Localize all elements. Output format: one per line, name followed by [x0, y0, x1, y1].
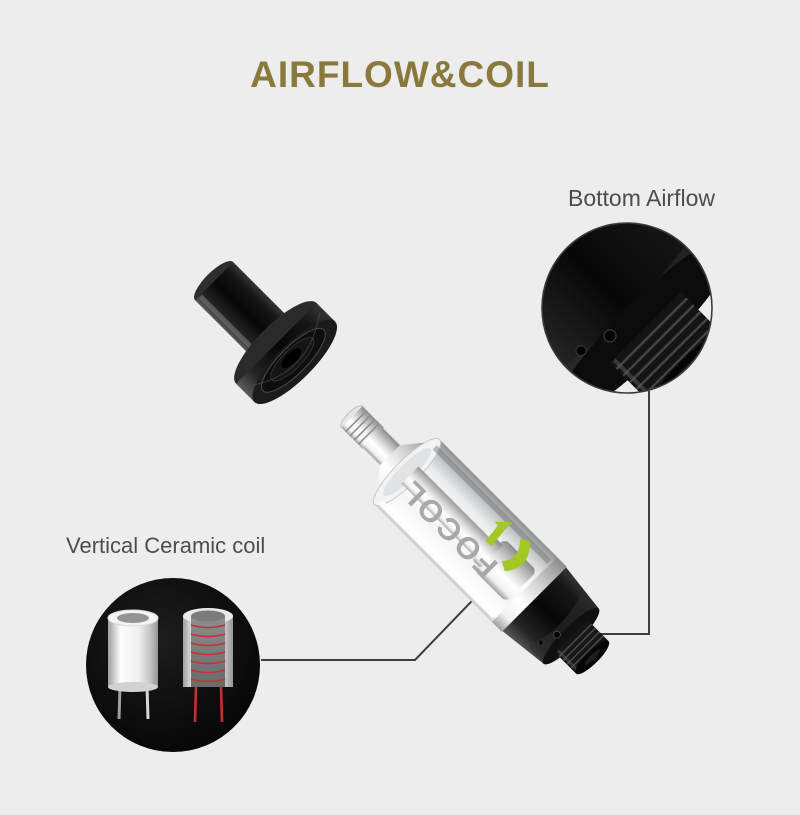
tank-base [502, 567, 600, 665]
page-title: AIRFLOW&COIL [250, 54, 550, 95]
drip-tip-bore-hole [281, 348, 302, 369]
focol-logo-icon [486, 521, 531, 572]
bottom-airflow-label: Bottom Airflow [568, 185, 715, 211]
ceramic-coil-label: Vertical Ceramic coil [66, 533, 266, 558]
drip-tip [194, 261, 338, 405]
ceramic-coil-leader-line [261, 577, 495, 661]
ceramic-coil-solid [107, 609, 159, 720]
airflow-hole-magnified [603, 329, 617, 343]
airflow-hole [537, 639, 544, 646]
tank-510-thread [554, 619, 610, 675]
airflow-hole-magnified [575, 345, 587, 357]
coil-winding [190, 624, 226, 683]
bottom-airflow-inset [541, 222, 713, 394]
tank-top-thread [340, 405, 400, 465]
tank-base-ring [491, 556, 567, 632]
ceramic-coil-cutaway [183, 608, 233, 723]
tank: FOCOL [340, 405, 610, 675]
ceramic-coil-inset [86, 578, 260, 752]
airflow-hole [553, 630, 561, 639]
